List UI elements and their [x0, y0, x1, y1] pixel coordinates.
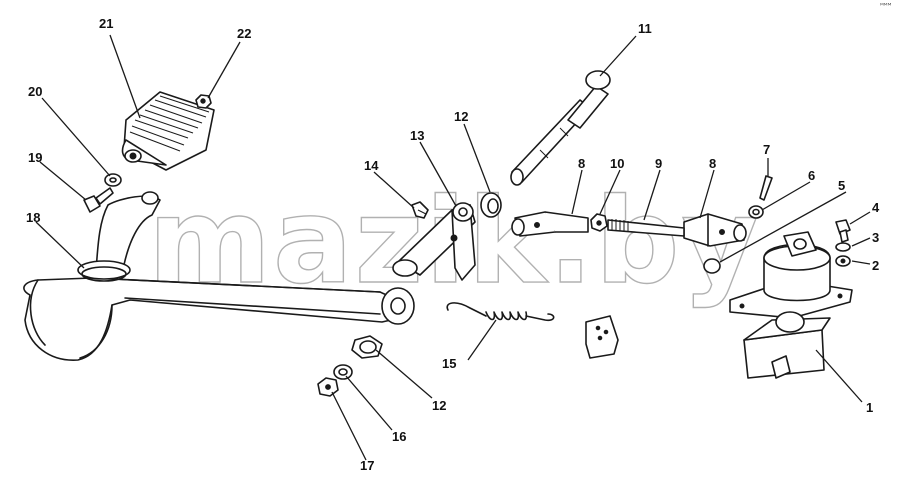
part-12-bushing-lower	[351, 335, 383, 359]
part-17-nut	[317, 377, 339, 397]
callout-15: 15	[442, 356, 456, 371]
part-15-spring	[446, 302, 555, 322]
callout-13: 13	[410, 128, 424, 143]
part-11-shaft	[510, 70, 611, 186]
callout-17: 17	[360, 458, 374, 473]
part-8-clevis-left	[511, 211, 589, 237]
callout-21: 21	[99, 16, 113, 31]
part-7-pin	[759, 175, 773, 201]
part-14-bolt	[411, 201, 429, 219]
part-18-pedal-arm	[23, 191, 415, 361]
callout-22: 22	[237, 26, 251, 41]
callout-14: 14	[364, 158, 379, 173]
callout-19: 19	[28, 150, 42, 165]
callout-18: 18	[26, 210, 40, 225]
callouts: 1 2 3 4 5 6 7 8 8 9 10 11 12 12 13 14 15…	[26, 16, 880, 473]
part-13-lever	[392, 202, 476, 281]
part-9-threaded-rod	[607, 219, 685, 237]
callout-16: 16	[392, 429, 406, 444]
callout-10: 10	[610, 156, 624, 171]
callout-8b: 8	[709, 156, 716, 171]
part-10-nut	[590, 213, 608, 232]
callout-4: 4	[872, 200, 880, 215]
bracket-plate	[585, 315, 619, 359]
part-12-bushing-upper	[480, 192, 502, 218]
part-5-pin	[703, 258, 721, 274]
part-4-bolt	[835, 219, 851, 243]
corner-mark: ᴹᴹᴹ	[880, 2, 892, 10]
part-8-clevis-right	[683, 213, 747, 247]
part-16-washer	[333, 364, 353, 380]
leader-lines	[35, 34, 871, 461]
part-19-bolt	[83, 187, 114, 213]
callout-1: 1	[866, 400, 873, 415]
callout-12a: 12	[454, 109, 468, 124]
part-3-washer	[835, 242, 851, 252]
part-21-pedal-pad	[121, 91, 215, 171]
callout-7: 7	[763, 142, 770, 157]
part-1-brake-valve	[729, 231, 853, 379]
callout-9: 9	[655, 156, 662, 171]
callout-8a: 8	[578, 156, 585, 171]
part-2-nut	[835, 255, 851, 267]
callout-6: 6	[808, 168, 815, 183]
callout-2: 2	[872, 258, 879, 273]
callout-12b: 12	[432, 398, 446, 413]
callout-3: 3	[872, 230, 879, 245]
part-20-washer	[104, 173, 122, 187]
part-6-washer	[748, 205, 764, 219]
callout-5: 5	[838, 178, 845, 193]
callout-20: 20	[28, 84, 42, 99]
part-22-nut	[195, 94, 212, 109]
callout-11: 11	[638, 21, 652, 36]
